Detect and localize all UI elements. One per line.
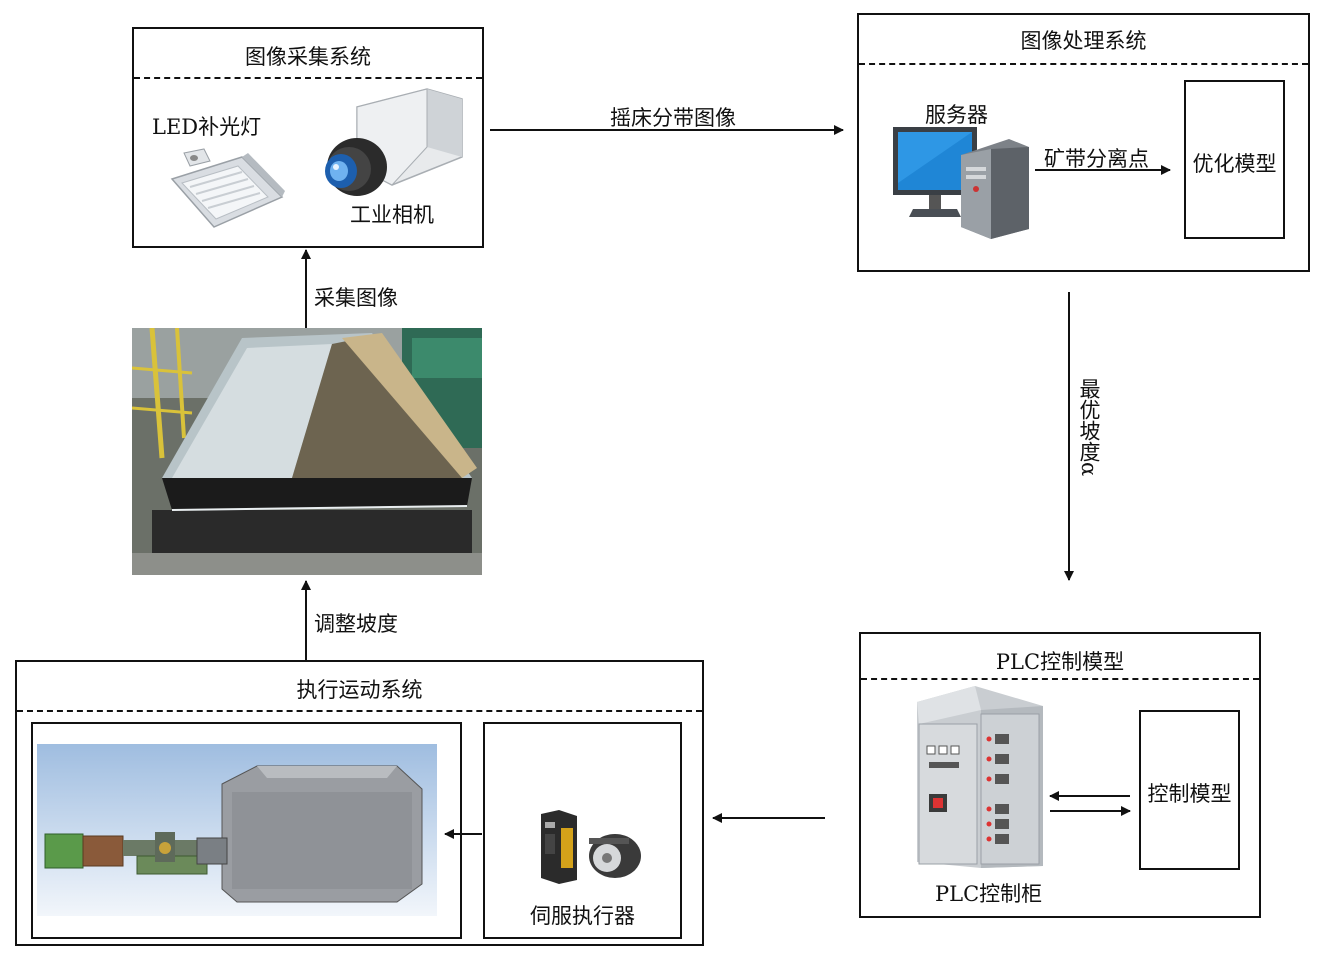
optimization-model-box: 优化模型: [1184, 80, 1285, 239]
separation-point-label: 矿带分离点: [1044, 147, 1149, 171]
industrial-camera-label: 工业相机: [350, 203, 434, 227]
acquisition-system-box: 图像采集系统 LED补光灯 工业相机: [132, 27, 484, 248]
plc-model-title: PLC控制模型: [995, 650, 1125, 674]
led-light-icon: [170, 148, 285, 228]
plc-cabinet-label: PLC控制柜: [935, 882, 1043, 906]
shaker-image-label: 摇床分带图像: [610, 106, 736, 130]
plc-model-box: PLC控制模型 PLC控制柜 控制模型: [859, 632, 1261, 918]
mechanism-box: [31, 722, 462, 939]
led-light-label: LED补光灯: [152, 115, 262, 139]
processing-divider: [859, 63, 1308, 65]
mechanism-model-image: [37, 744, 437, 916]
execution-divider: [17, 710, 702, 712]
collect-image-label: 采集图像: [314, 286, 398, 310]
shaking-table-photo: [132, 328, 482, 575]
acquisition-system-title: 图像采集系统: [245, 45, 371, 69]
execution-system-box: 执行运动系统: [15, 660, 704, 946]
optimization-model-label: 优化模型: [1192, 152, 1277, 176]
control-model-box: 控制模型: [1139, 710, 1240, 870]
acquisition-divider: [134, 77, 482, 79]
servo-box: 伺服执行器: [483, 722, 682, 939]
server-computer-icon: [893, 127, 1029, 239]
plc-divider: [861, 678, 1259, 680]
optimal-slope-label: 最优坡度α: [1077, 378, 1101, 477]
servo-actuator-icon: [541, 810, 641, 884]
processing-system-box: 图像处理系统 服务器 矿带分离点 优化模型: [857, 13, 1310, 272]
control-model-label: 控制模型: [1147, 782, 1232, 806]
server-label: 服务器: [925, 103, 988, 127]
industrial-camera-icon: [325, 88, 463, 196]
plc-cabinet-icon: [917, 686, 1043, 868]
servo-actuator-label: 伺服执行器: [530, 904, 635, 928]
processing-system-title: 图像处理系统: [1020, 29, 1147, 53]
adjust-slope-label: 调整坡度: [314, 612, 398, 636]
execution-system-title: 执行运动系统: [296, 678, 423, 702]
